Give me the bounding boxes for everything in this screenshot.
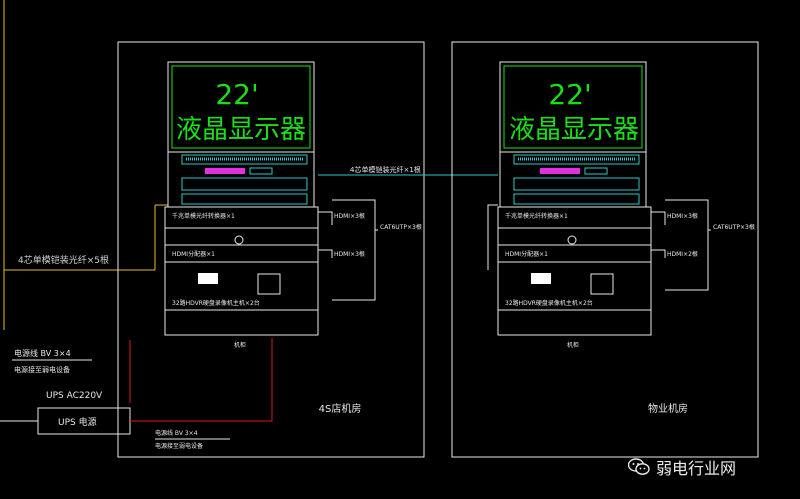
fiber-transceiver-left: 千兆单模光纤转换器×1	[172, 212, 235, 220]
ups-spec: UPS AC220V	[46, 391, 103, 401]
matrix-label-right: 32路HDVR硬盘录像机主机×2台	[505, 299, 593, 307]
equipment-panel-right	[497, 206, 652, 336]
hdmi-bottom-left: HDMI×3根	[334, 250, 365, 258]
hdmi-splitter-right: HDMI分配器×1	[505, 250, 548, 258]
right-room: 22' 液晶显示器 千兆单模光纤转换器×1 HDMI分配器×1 32路HDVR硬…	[451, 41, 759, 458]
cabinet-label-left: 机柜	[234, 341, 246, 349]
cat6-left: CAT6UTP×3根	[380, 223, 422, 231]
left-room: 22' 液晶显示器 千兆单模光纤转换器×1 HDMI分配器×1 32路HDVR硬…	[117, 41, 498, 458]
room-label-right: 物业机房	[648, 402, 688, 415]
monitor-size-left: 22'	[215, 78, 258, 111]
matrix-label-left: 32路HDVR硬盘录像机主机×2台	[172, 299, 260, 307]
left-fiber-lines	[3, 0, 168, 330]
watermark: 弱电行业网	[627, 455, 737, 479]
hdmi-top-right: HDMI×3根	[667, 212, 698, 220]
hdmi-top-left: HDMI×3根	[334, 212, 365, 220]
fiber-left-label: 4芯单模铠装光纤×5根	[18, 254, 109, 266]
cabinet-label-right: 机柜	[567, 341, 579, 349]
monitor-label-left: 液晶显示器	[176, 115, 306, 145]
power-cable-bottom: 电源线 BV 3×4	[155, 429, 198, 437]
monitor-size-right: 22'	[548, 78, 591, 111]
room-label-left: 4S店机房	[319, 402, 362, 415]
watermark-text: 弱电行业网	[656, 459, 737, 478]
monitor-label-right: 液晶显示器	[509, 115, 639, 145]
hdmi-bottom-right: HDMI×2根	[667, 250, 698, 258]
power-cable-bottom-note: 电源接至弱电设备	[155, 442, 203, 450]
fiber-between-label: 4芯单模铠装光纤×1根	[350, 165, 421, 174]
wechat-icon	[627, 458, 650, 476]
power-cable-top-note: 电源接至弱电设备	[14, 365, 70, 374]
cat6-right: CAT6UTP×3根	[713, 223, 755, 231]
room-frame-left	[117, 41, 425, 458]
equipment-panel-left	[164, 206, 319, 336]
ups-box-label: UPS 电源	[58, 416, 97, 428]
power-section: 电源线 BV 3×4 电源接至弱电设备 UPS AC220V UPS 电源 电源…	[0, 338, 273, 450]
room-frame-right	[451, 41, 759, 458]
fiber-transceiver-right: 千兆单模光纤转换器×1	[505, 212, 568, 220]
power-cable-top: 电源线 BV 3×4	[14, 348, 71, 358]
hdmi-splitter-left: HDMI分配器×1	[172, 250, 215, 258]
